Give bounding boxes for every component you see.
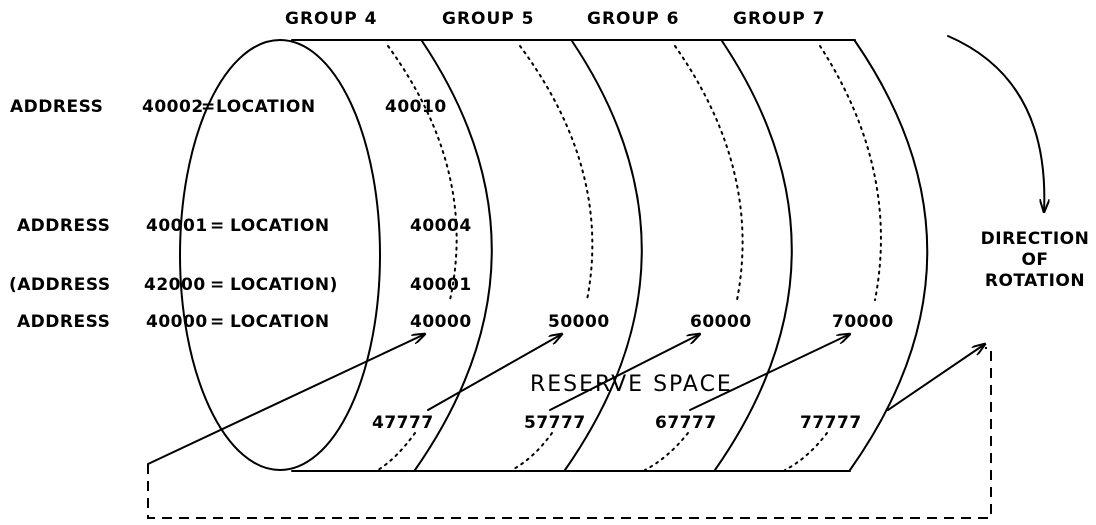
group-5-end-line: [511, 432, 553, 471]
group-start-value: 60000: [690, 312, 752, 332]
address-label: ADDRESS: [10, 97, 103, 117]
address-label: ADDRESS: [17, 216, 110, 236]
group-end-values: 47777 57777 67777 77777: [372, 413, 862, 433]
address-row: ADDRESS 40001 = LOCATION 40004: [17, 216, 472, 236]
group-7-end-line: [784, 432, 828, 471]
address-label: ADDRESS: [17, 312, 110, 332]
address-row: (ADDRESS 42000 = LOCATION) 40001: [9, 275, 472, 295]
direction-label-line: DIRECTION: [981, 229, 1090, 249]
equals-sign: =: [210, 312, 225, 332]
address-value: 42000: [144, 275, 206, 295]
address-value: 40001: [146, 216, 208, 236]
wrap-arrow: [147, 334, 425, 465]
drum-back-edge: [849, 40, 929, 471]
group-label: GROUP 5: [442, 9, 535, 29]
address-row: ADDRESS 40002 = LOCATION 40010: [10, 97, 447, 117]
wrap-arrows: [147, 334, 985, 465]
wrap-arrow: [689, 334, 850, 411]
rotation-arrow: [947, 35, 1044, 212]
location-label: LOCATION: [230, 312, 330, 332]
wrap-arrow: [887, 344, 985, 411]
drum: [179, 39, 929, 472]
group-label: GROUP 7: [733, 9, 826, 29]
direction-label-line: OF: [1021, 250, 1048, 270]
location-label: LOCATION: [216, 97, 316, 117]
group-labels: GROUP 4 GROUP 5 GROUP 6 GROUP 7: [285, 9, 826, 29]
group-7-start-line: [819, 45, 882, 301]
address-label: (ADDRESS: [9, 275, 111, 295]
equals-sign: =: [201, 97, 216, 117]
direction-label-line: ROTATION: [985, 271, 1085, 291]
reserve-space-label: RESERVE SPACE: [530, 372, 733, 397]
wrap-arrow: [549, 334, 700, 411]
group-start-values: 50000 60000 70000: [548, 312, 894, 332]
location-label: LOCATION): [230, 275, 338, 295]
group-boundary-6: [564, 40, 643, 471]
group-label: GROUP 6: [587, 9, 680, 29]
location-label: LOCATION: [230, 216, 330, 236]
group-end-dotted-lines: [377, 432, 828, 471]
group-boundary-7: [714, 40, 793, 471]
group-start-value: 70000: [832, 312, 894, 332]
drum-front-face: [179, 39, 381, 471]
group-4-start-line: [387, 45, 458, 301]
group-start-dotted-lines: [387, 45, 882, 301]
group-label: GROUP 4: [285, 9, 378, 29]
address-value: 40002: [142, 97, 204, 117]
wrap-arrow: [427, 334, 562, 411]
rotation-indicator: DIRECTION OF ROTATION: [947, 35, 1090, 291]
group-boundary-5: [414, 40, 493, 471]
location-value: 40001: [410, 275, 472, 295]
equals-sign: =: [210, 216, 225, 236]
group-end-value: 67777: [655, 413, 717, 433]
return-path-dashed: [147, 347, 992, 519]
group-4-end-line: [377, 432, 416, 471]
address-row: ADDRESS 40000 = LOCATION 40000: [17, 312, 472, 332]
location-value: 40000: [410, 312, 472, 332]
group-end-value: 57777: [524, 413, 586, 433]
equals-sign: =: [210, 275, 225, 295]
group-end-value: 77777: [800, 413, 862, 433]
group-6-end-line: [644, 432, 689, 471]
address-value: 40000: [146, 312, 208, 332]
location-value: 40010: [385, 97, 447, 117]
group-5-start-line: [519, 45, 594, 301]
return-path: [147, 347, 992, 519]
group-end-value: 47777: [372, 413, 434, 433]
group-6-start-line: [674, 45, 744, 301]
location-value: 40004: [410, 216, 472, 236]
group-start-value: 50000: [548, 312, 610, 332]
